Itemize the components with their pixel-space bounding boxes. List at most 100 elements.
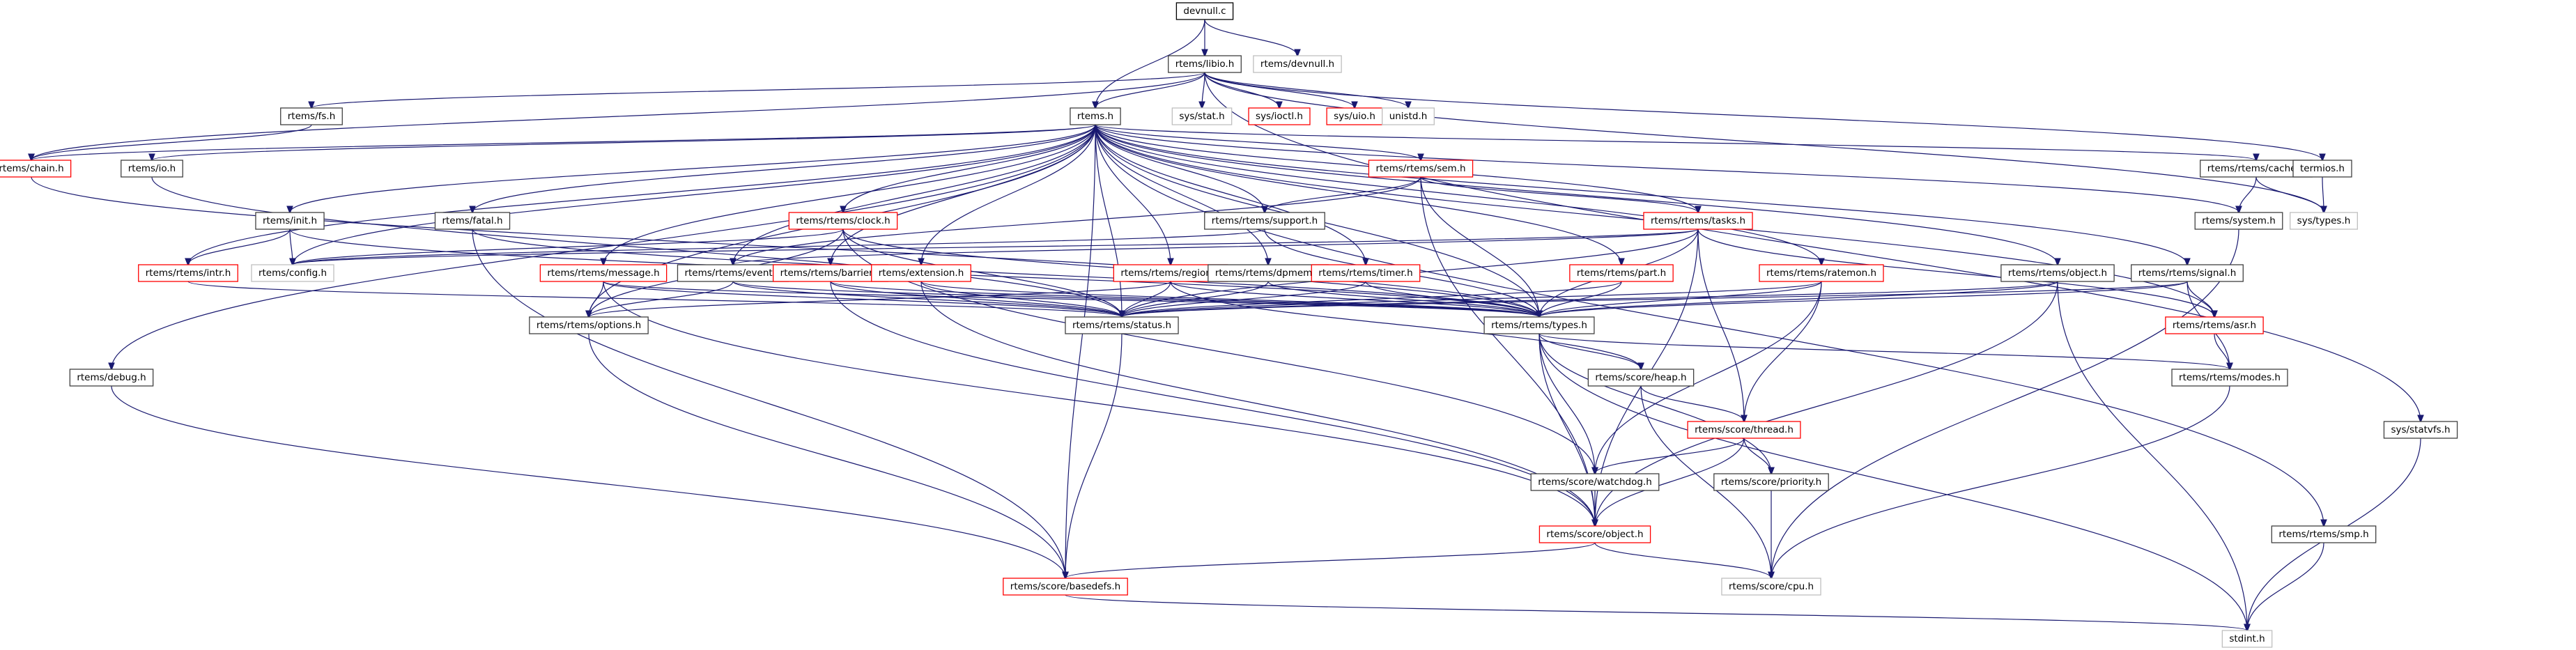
node-box[interactable] (1643, 212, 1753, 230)
node-box[interactable] (871, 264, 971, 282)
node-basedefs-h[interactable]: rtems/score/basedefs.h (1003, 578, 1128, 596)
node-options-h[interactable]: rtems/rtems/options.h (529, 316, 649, 334)
node-box[interactable] (2221, 630, 2273, 648)
node-init-h[interactable]: rtems/init.h (255, 212, 325, 230)
node-box[interactable] (2165, 316, 2264, 334)
node-box[interactable] (1713, 473, 1829, 491)
node-box[interactable] (539, 264, 668, 282)
node-support-h[interactable]: rtems/rtems/support.h (1204, 212, 1325, 230)
node-config-h[interactable]: rtems/config.h (251, 264, 334, 282)
node-box[interactable] (1721, 578, 1821, 596)
node-box[interactable] (1483, 316, 1595, 334)
node-box[interactable] (1687, 421, 1801, 439)
node-box[interactable] (1587, 369, 1695, 387)
edge-object_rtems_h-to-stdint_h (2057, 281, 2247, 630)
node-system-h[interactable]: rtems/system.h (2194, 212, 2283, 230)
node-clock-h[interactable]: rtems/rtems/clock.h (788, 212, 898, 230)
node-fatal-h[interactable]: rtems/fatal.h (434, 212, 511, 230)
node-extension-h[interactable]: rtems/extension.h (871, 264, 971, 282)
node-object-rtems-h[interactable]: rtems/rtems/object.h (2000, 264, 2115, 282)
node-box[interactable] (2131, 264, 2244, 282)
node-cpu-h[interactable]: rtems/score/cpu.h (1721, 578, 1821, 596)
node-dpmem-h[interactable]: rtems/rtems/dpmem.h (1208, 264, 1329, 282)
node-barrier-h[interactable]: rtems/rtems/barrier.h (773, 264, 888, 282)
node-box[interactable] (1368, 160, 1474, 178)
node-box[interactable] (1204, 212, 1325, 230)
node-box[interactable] (1569, 264, 1674, 282)
node-box[interactable] (2271, 525, 2377, 543)
node-sys-stat-h[interactable]: sys/stat.h (1171, 107, 1233, 125)
node-ratemon-h[interactable]: rtems/rtems/ratemon.h (1759, 264, 1884, 282)
node-box[interactable] (2171, 369, 2288, 387)
node-sem-h[interactable]: rtems/rtems/sem.h (1368, 160, 1474, 178)
node-box[interactable] (1175, 2, 1234, 20)
node-devnull-h[interactable]: rtems/devnull.h (1253, 55, 1342, 73)
node-smp-h[interactable]: rtems/rtems/smp.h (2271, 525, 2377, 543)
node-message-h[interactable]: rtems/rtems/message.h (539, 264, 668, 282)
node-box[interactable] (1168, 55, 1242, 73)
node-fs-h[interactable]: rtems/fs.h (280, 107, 343, 125)
node-timer-h[interactable]: rtems/rtems/timer.h (1311, 264, 1421, 282)
node-box[interactable] (138, 264, 238, 282)
node-box[interactable] (0, 160, 72, 178)
node-types-h[interactable]: rtems/rtems/types.h (1483, 316, 1595, 334)
node-event-h[interactable]: rtems/rtems/event.h (677, 264, 789, 282)
node-watchdog-h[interactable]: rtems/score/watchdog.h (1530, 473, 1660, 491)
node-box[interactable] (2383, 421, 2458, 439)
node-label: rtems/rtems/barrier.h (780, 268, 881, 279)
node-devnull-c[interactable]: devnull.c (1175, 2, 1234, 20)
node-priority-h[interactable]: rtems/score/priority.h (1713, 473, 1829, 491)
node-box[interactable] (1065, 316, 1179, 334)
node-box[interactable] (1382, 107, 1435, 125)
node-box[interactable] (1003, 578, 1128, 596)
node-intr-h[interactable]: rtems/rtems/intr.h (138, 264, 238, 282)
node-chain-h[interactable]: rtems/chain.h (0, 160, 72, 178)
node-box[interactable] (280, 107, 343, 125)
node-box[interactable] (2292, 160, 2352, 178)
node-asr-h[interactable]: rtems/rtems/asr.h (2165, 316, 2264, 334)
node-object-score-h[interactable]: rtems/score/object.h (1538, 525, 1651, 543)
node-box[interactable] (788, 212, 898, 230)
node-io-h[interactable]: rtems/io.h (121, 160, 183, 178)
node-box[interactable] (1311, 264, 1421, 282)
node-box[interactable] (677, 264, 789, 282)
node-box[interactable] (773, 264, 888, 282)
node-sys-ioctl-h[interactable]: sys/ioctl.h (1248, 107, 1311, 125)
node-sys-uio-h[interactable]: sys/uio.h (1326, 107, 1383, 125)
node-box[interactable] (2194, 212, 2283, 230)
node-box[interactable] (1248, 107, 1311, 125)
node-box[interactable] (1253, 55, 1342, 73)
node-box[interactable] (1171, 107, 1233, 125)
node-box[interactable] (434, 212, 511, 230)
edge-cache_h-to-system_h (2239, 176, 2257, 212)
node-thread-h[interactable]: rtems/score/thread.h (1687, 421, 1801, 439)
node-termios-h[interactable]: termios.h (2292, 160, 2352, 178)
node-box[interactable] (251, 264, 334, 282)
node-box[interactable] (1070, 107, 1121, 125)
node-label: stdint.h (2229, 633, 2265, 644)
node-heap-h[interactable]: rtems/score/heap.h (1587, 369, 1695, 387)
node-stdint-h[interactable]: stdint.h (2221, 630, 2273, 648)
node-box[interactable] (2000, 264, 2115, 282)
node-box[interactable] (1759, 264, 1884, 282)
node-box[interactable] (1530, 473, 1660, 491)
node-box[interactable] (255, 212, 325, 230)
node-unistd-h[interactable]: unistd.h (1382, 107, 1435, 125)
node-box[interactable] (1538, 525, 1651, 543)
node-part-h[interactable]: rtems/rtems/part.h (1569, 264, 1674, 282)
node-tasks-h[interactable]: rtems/rtems/tasks.h (1643, 212, 1753, 230)
node-rtems-h[interactable]: rtems.h (1070, 107, 1121, 125)
node-debug-h[interactable]: rtems/debug.h (69, 369, 154, 387)
node-box[interactable] (529, 316, 649, 334)
node-modes-h[interactable]: rtems/rtems/modes.h (2171, 369, 2288, 387)
node-box[interactable] (69, 369, 154, 387)
node-sys-types-h[interactable]: sys/types.h (2290, 212, 2358, 230)
node-label: rtems/rtems/status.h (1072, 320, 1171, 331)
node-box[interactable] (2290, 212, 2358, 230)
node-signal-h[interactable]: rtems/rtems/signal.h (2131, 264, 2244, 282)
node-status-h[interactable]: rtems/rtems/status.h (1065, 316, 1179, 334)
node-box[interactable] (121, 160, 183, 178)
node-sys-statvfs-h[interactable]: sys/statvfs.h (2383, 421, 2458, 439)
edge-rtems_h-to-object_rtems_h (1095, 124, 2058, 265)
node-libio-h[interactable]: rtems/libio.h (1168, 55, 1242, 73)
